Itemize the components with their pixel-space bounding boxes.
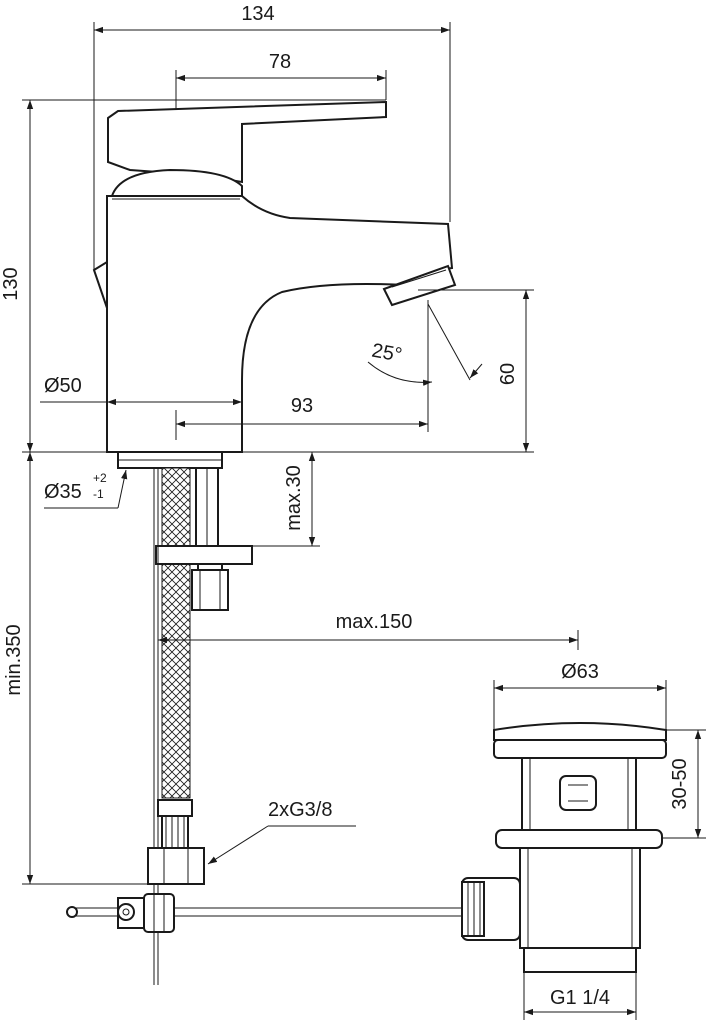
label-lever-length: 78 [269,51,291,73]
label-waste-depth-range: 30-50 [669,758,691,809]
dimension-lines [22,22,706,1020]
label-hole-diameter: Ø35 [44,481,82,503]
mounting-assembly [66,467,462,985]
label-height-overall: 130 [0,267,22,300]
label-waste-thread: G1 1/4 [550,987,610,1009]
label-connection-thread: 2xG3/8 [268,799,332,821]
label-max-deck-thickness: max.30 [283,465,305,531]
pop-up-waste [461,722,667,973]
label-body-diameter: Ø50 [44,375,82,397]
dimension-labels: 134 78 130 Ø50 93 60 25° Ø35 +2 -1 max.3… [0,3,691,1009]
label-spout-height: 60 [497,363,519,385]
label-spout-reach: 93 [291,395,313,417]
label-min-hose-length: min.350 [3,624,25,695]
label-width-overall: 134 [241,3,274,25]
faucet-body [92,100,457,469]
label-hole-tol-minus: -1 [93,487,104,501]
label-max-rod-offset: max.150 [336,611,413,633]
label-aerator-angle: 25° [370,340,404,367]
label-waste-diameter: Ø63 [561,661,599,683]
label-hole-tol-plus: +2 [93,471,107,485]
